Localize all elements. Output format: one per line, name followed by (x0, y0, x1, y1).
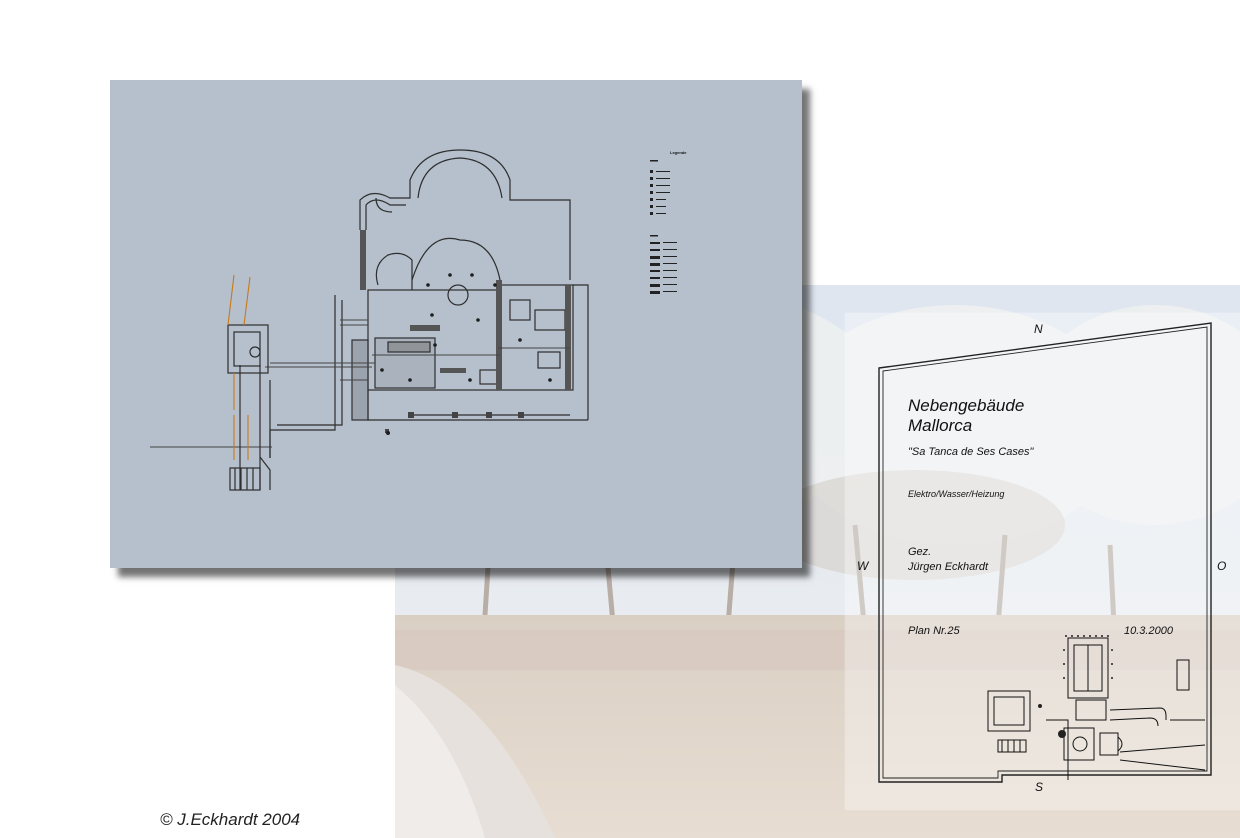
compass-south: S (1035, 780, 1044, 794)
legend-title: Legende (670, 150, 687, 155)
building-title-line1: Nebengebäude (908, 396, 1025, 415)
plan-number: Plan Nr.25 (908, 625, 960, 637)
compass-west: W (857, 559, 869, 573)
compass-east: O (1217, 559, 1227, 573)
electrical-floor-plan-sheet: Legende (110, 80, 802, 568)
copyright-notice: © J.Eckhardt 2004 (160, 810, 301, 829)
discipline-label: Elektro/Wasser/Heizung (908, 489, 1005, 499)
plan-date: 10.3.2000 (1124, 625, 1173, 637)
building-title-line2: Mallorca (908, 416, 973, 435)
drawn-by-label: Gez. (908, 546, 932, 558)
drawn-by-name: Jürgen Eckhardt (908, 561, 989, 573)
estate-name: "Sa Tanca de Ses Cases" (908, 446, 1034, 458)
compass-north: N (1034, 322, 1043, 336)
